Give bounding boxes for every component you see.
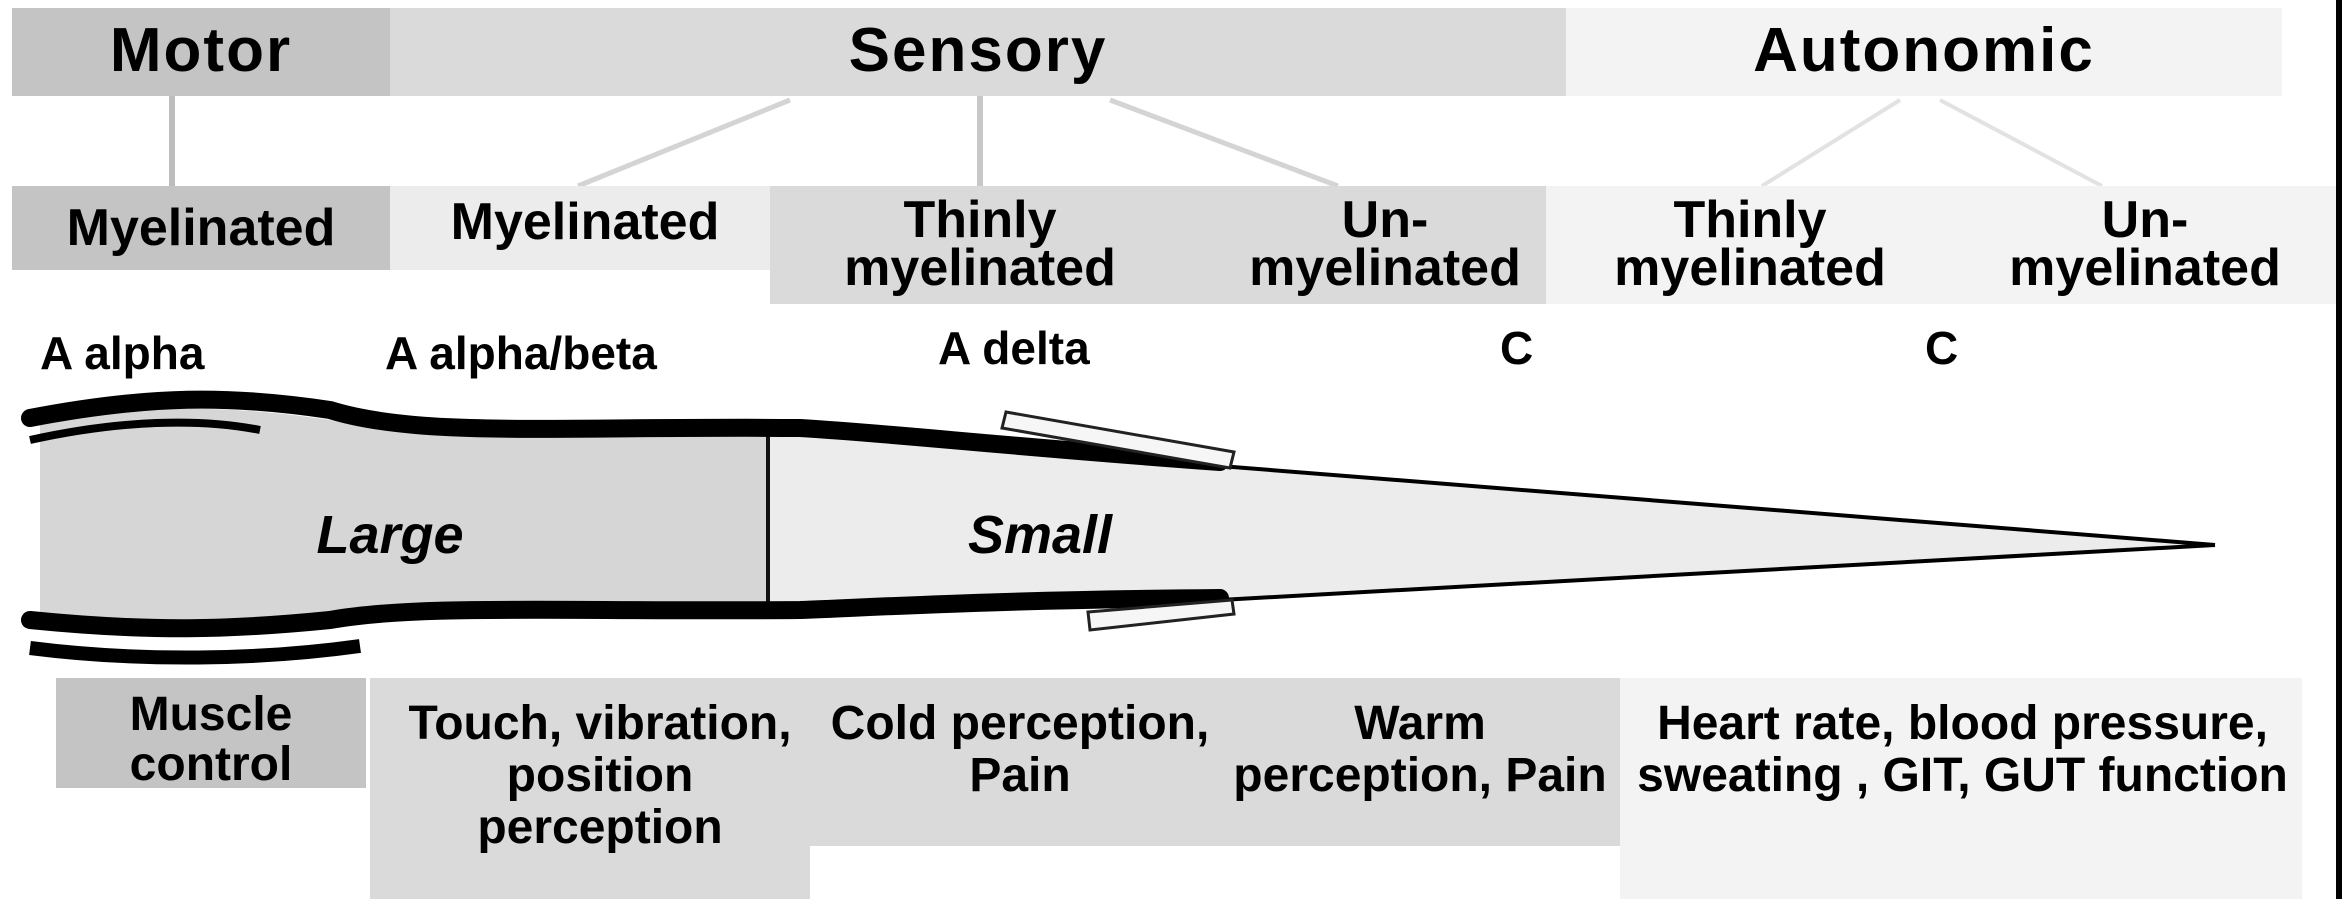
cold-label: Cold perception, Pain bbox=[820, 698, 1220, 802]
warm-label: Warm perception, Pain bbox=[1220, 698, 1620, 802]
small-label: Small bbox=[920, 508, 1160, 562]
bottom-myelin-frayed bbox=[30, 646, 360, 658]
touch-label: Touch, vibration, position perception bbox=[395, 698, 805, 854]
large-label: Large bbox=[270, 508, 510, 562]
autonomic-function-label: Heart rate, blood pressure, sweating , G… bbox=[1625, 698, 2300, 802]
right-border bbox=[2336, 0, 2342, 899]
muscle-control-label: Muscle control bbox=[56, 690, 366, 790]
